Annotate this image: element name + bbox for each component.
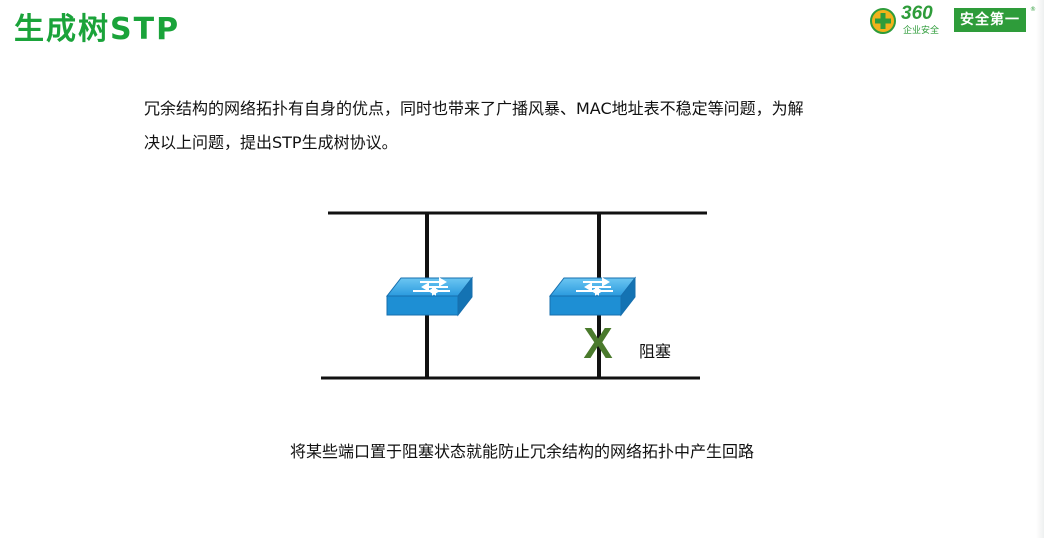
slide-right-edge: [1036, 0, 1044, 538]
right-switch: [548, 276, 637, 317]
slide-title: 生成树STP: [14, 12, 181, 47]
logo-subtitle: 企业安全: [903, 26, 940, 36]
logo-badge: 安全第一: [954, 8, 1026, 32]
intro-line-2: 决以上问题，提出STP生成树协议。: [144, 133, 398, 152]
plus-circle-icon: [870, 8, 896, 34]
intro-paragraph: 冗余结构的网络拓扑有自身的优点，同时也带来了广播风暴、MAC地址表不稳定等问题，…: [144, 92, 944, 160]
brand-logo: 360 企业安全 安全第一 ®: [870, 3, 1036, 36]
block-marker: X: [583, 319, 612, 368]
intro-line-1: 冗余结构的网络拓扑有自身的优点，同时也带来了广播风暴、MAC地址表不稳定等问题，…: [144, 99, 804, 118]
blocked-port-label: 阻塞: [639, 342, 672, 361]
left-switch: [385, 276, 474, 317]
registered-mark: ®: [1030, 6, 1036, 13]
logo-number: 360: [901, 3, 933, 24]
diagram-caption: 将某些端口置于阻塞状态就能防止冗余结构的网络拓扑中产生回路: [289, 442, 754, 461]
